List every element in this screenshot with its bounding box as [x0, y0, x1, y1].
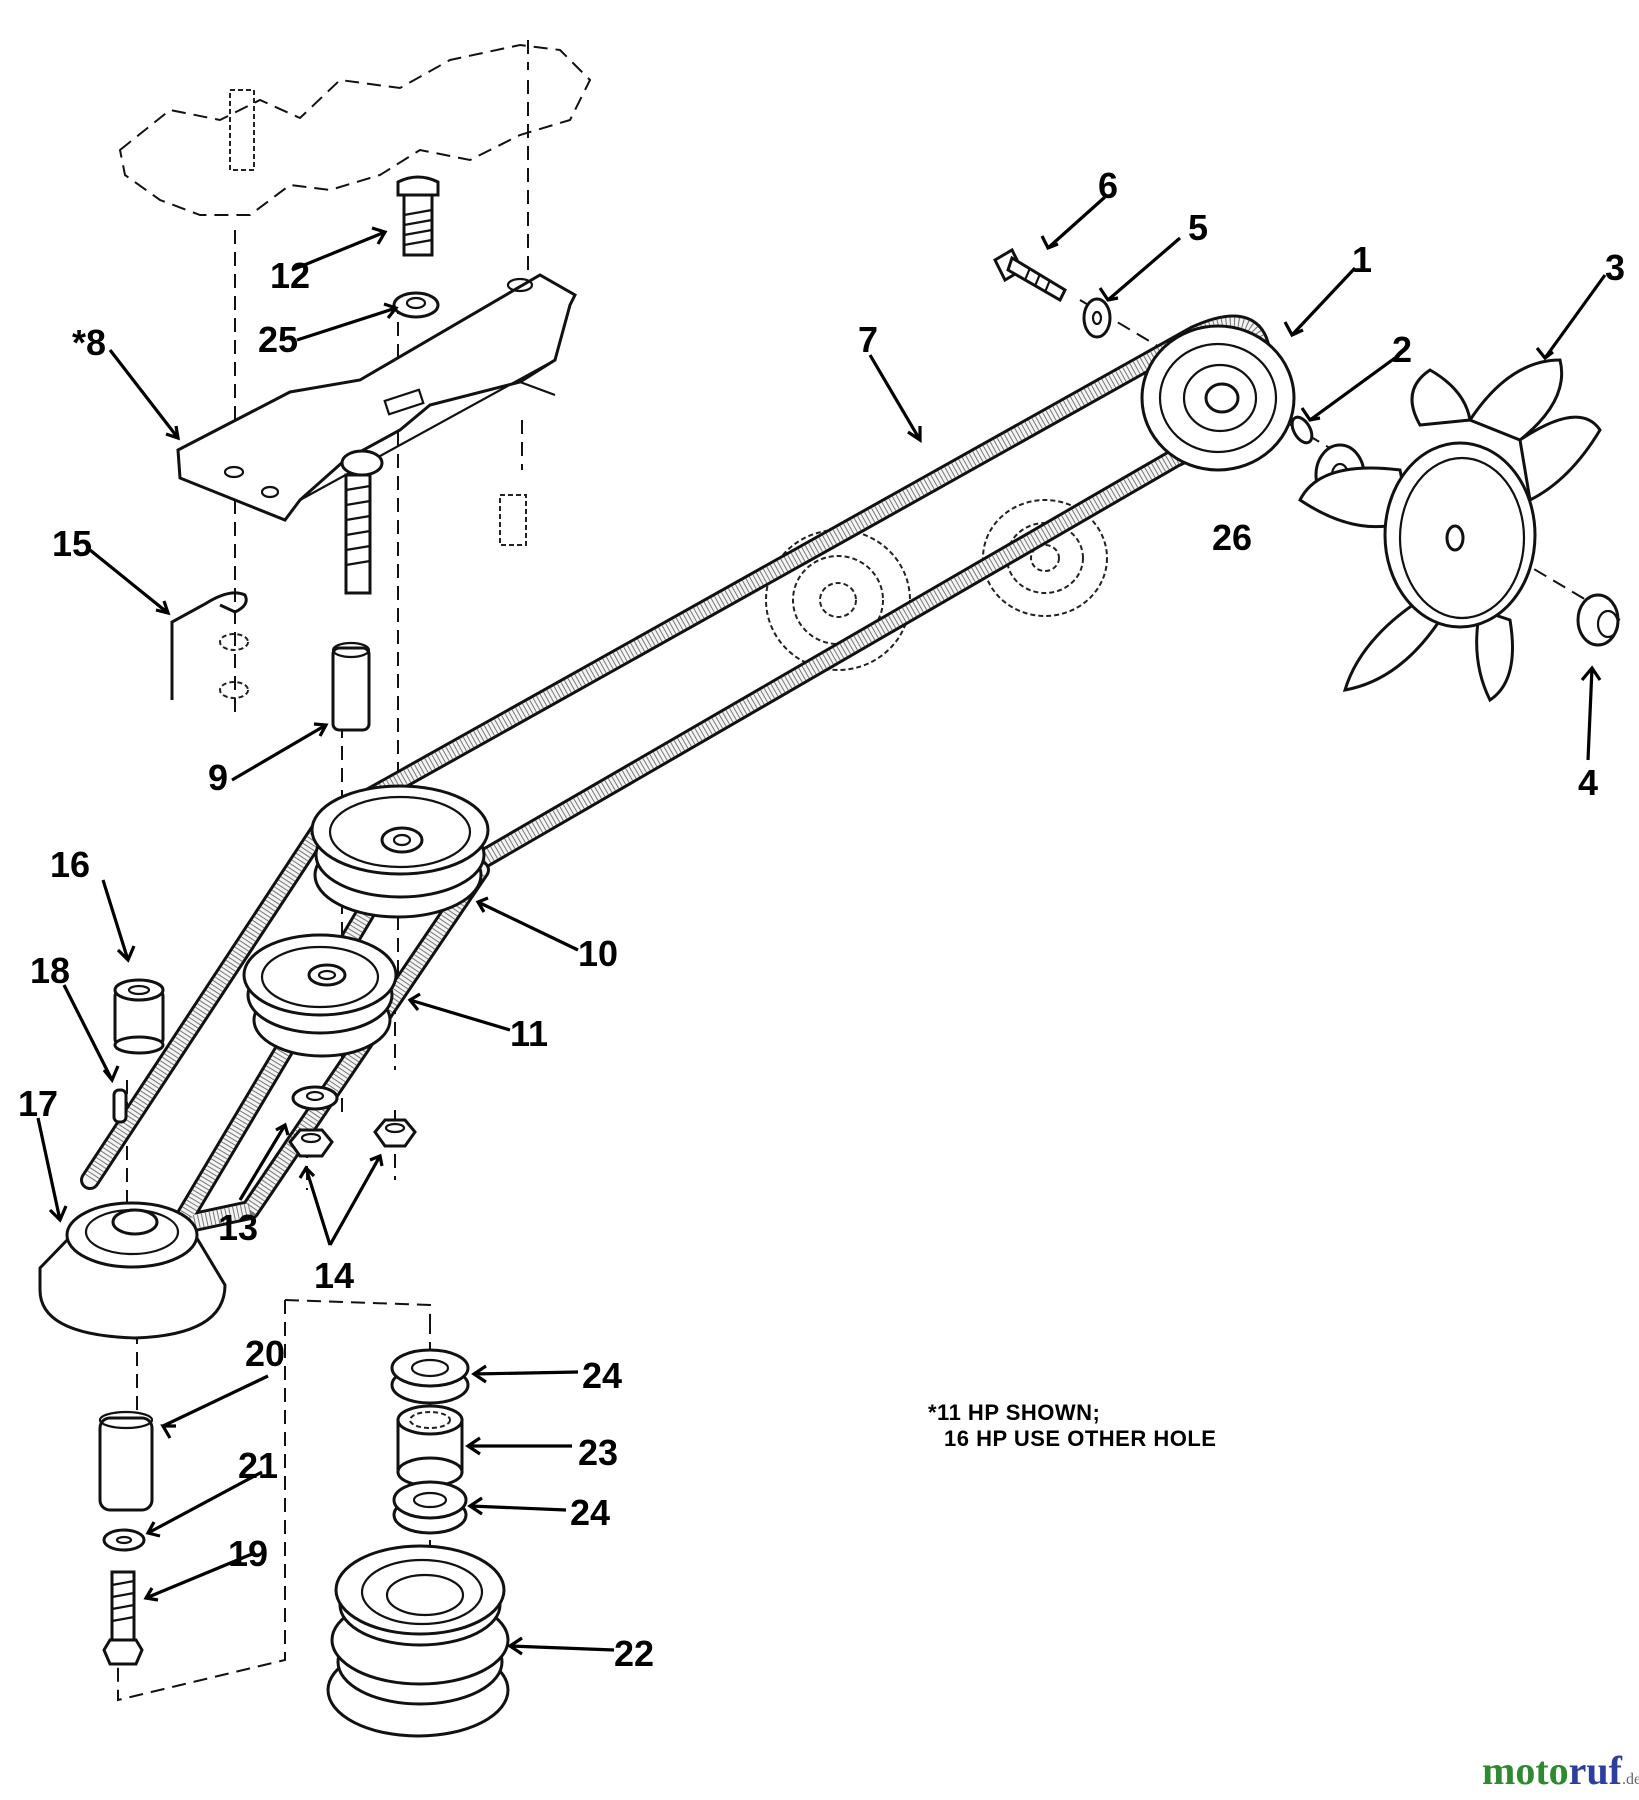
washer-13 [291, 1085, 339, 1111]
callout-7: 7 [858, 319, 878, 360]
callout-2: 2 [1392, 329, 1412, 370]
callout-25: 25 [258, 319, 298, 360]
callout-4: 4 [1578, 762, 1598, 803]
washer-5 [1082, 297, 1112, 339]
callout-12: 12 [270, 255, 310, 296]
ghost-screws [219, 89, 527, 699]
pin-15 [170, 591, 248, 700]
bushing-16 [113, 978, 165, 1055]
nut-14-right [373, 1118, 417, 1148]
watermark-part2: ruf [1569, 1748, 1623, 1793]
callout-26: 26 [1212, 517, 1252, 558]
callout-5: 5 [1188, 207, 1208, 248]
callout-6: 6 [1098, 165, 1118, 206]
bearing-cup-24-bottom [392, 1480, 468, 1535]
watermark-logo: motoruf.de [1482, 1748, 1639, 1793]
callout-8: *8 [72, 322, 106, 363]
key-18 [112, 1088, 128, 1124]
bolt-6 [993, 247, 1067, 303]
callout-19: 19 [228, 1533, 268, 1574]
callout-20: 20 [245, 1333, 285, 1374]
bearing-cup-24-top [390, 1348, 470, 1405]
callout-16: 16 [50, 844, 90, 885]
callout-11: 11 [510, 1013, 548, 1054]
watermark-suffix: .de [1622, 1771, 1639, 1788]
spacer-9 [331, 641, 371, 732]
watermark-part1: moto [1482, 1748, 1569, 1793]
callout-13: 13 [218, 1207, 258, 1248]
callout-10: 10 [578, 933, 618, 974]
fan-3 [1298, 358, 1602, 703]
pulley-11 [242, 933, 398, 1058]
mounting-bracket [176, 273, 577, 522]
callout-24-top: 24 [582, 1355, 622, 1396]
nut-14-left [288, 1128, 334, 1158]
carriage-bolt [396, 175, 440, 257]
note-line-2: 16 HP USE OTHER HOLE [944, 1426, 1216, 1451]
callout-24-bottom: 24 [570, 1492, 610, 1533]
washer-25 [392, 291, 440, 319]
callout-23: 23 [578, 1432, 618, 1473]
callout-21: 21 [238, 1445, 278, 1486]
hp-note: *11 HP SHOWN; 16 HP USE OTHER HOLE [928, 1400, 1216, 1451]
frame-outline-ghost [118, 40, 592, 216]
pulley-10 [310, 784, 490, 919]
stud-bolt [340, 449, 384, 595]
callout-14: 14 [314, 1255, 354, 1296]
bolt-19 [102, 1570, 144, 1666]
note-line-1: *11 HP SHOWN; [928, 1400, 1100, 1425]
svg-text:motoruf.de: motoruf.de [1482, 1748, 1639, 1793]
key-2 [1290, 415, 1314, 445]
callout-3: 3 [1605, 247, 1625, 288]
pulley-17 [38, 1201, 227, 1340]
callout-17: 17 [18, 1083, 58, 1124]
spacer-20 [98, 1410, 154, 1512]
pulley-22 [326, 1544, 510, 1738]
callout-22: 22 [614, 1633, 654, 1674]
callout-leaders [36, 195, 1607, 1656]
nut-4 [1576, 593, 1620, 647]
bearing-23 [396, 1404, 464, 1488]
callout-9: 9 [208, 757, 228, 798]
washer-21 [102, 1528, 146, 1552]
pulley-1 [1140, 324, 1296, 472]
callout-18: 18 [30, 950, 70, 991]
callout-1: 1 [1352, 239, 1372, 280]
callout-numbers: 1 2 3 4 5 6 7 *8 9 10 11 12 13 14 15 16 … [18, 165, 1625, 1674]
callout-15: 15 [52, 523, 92, 564]
